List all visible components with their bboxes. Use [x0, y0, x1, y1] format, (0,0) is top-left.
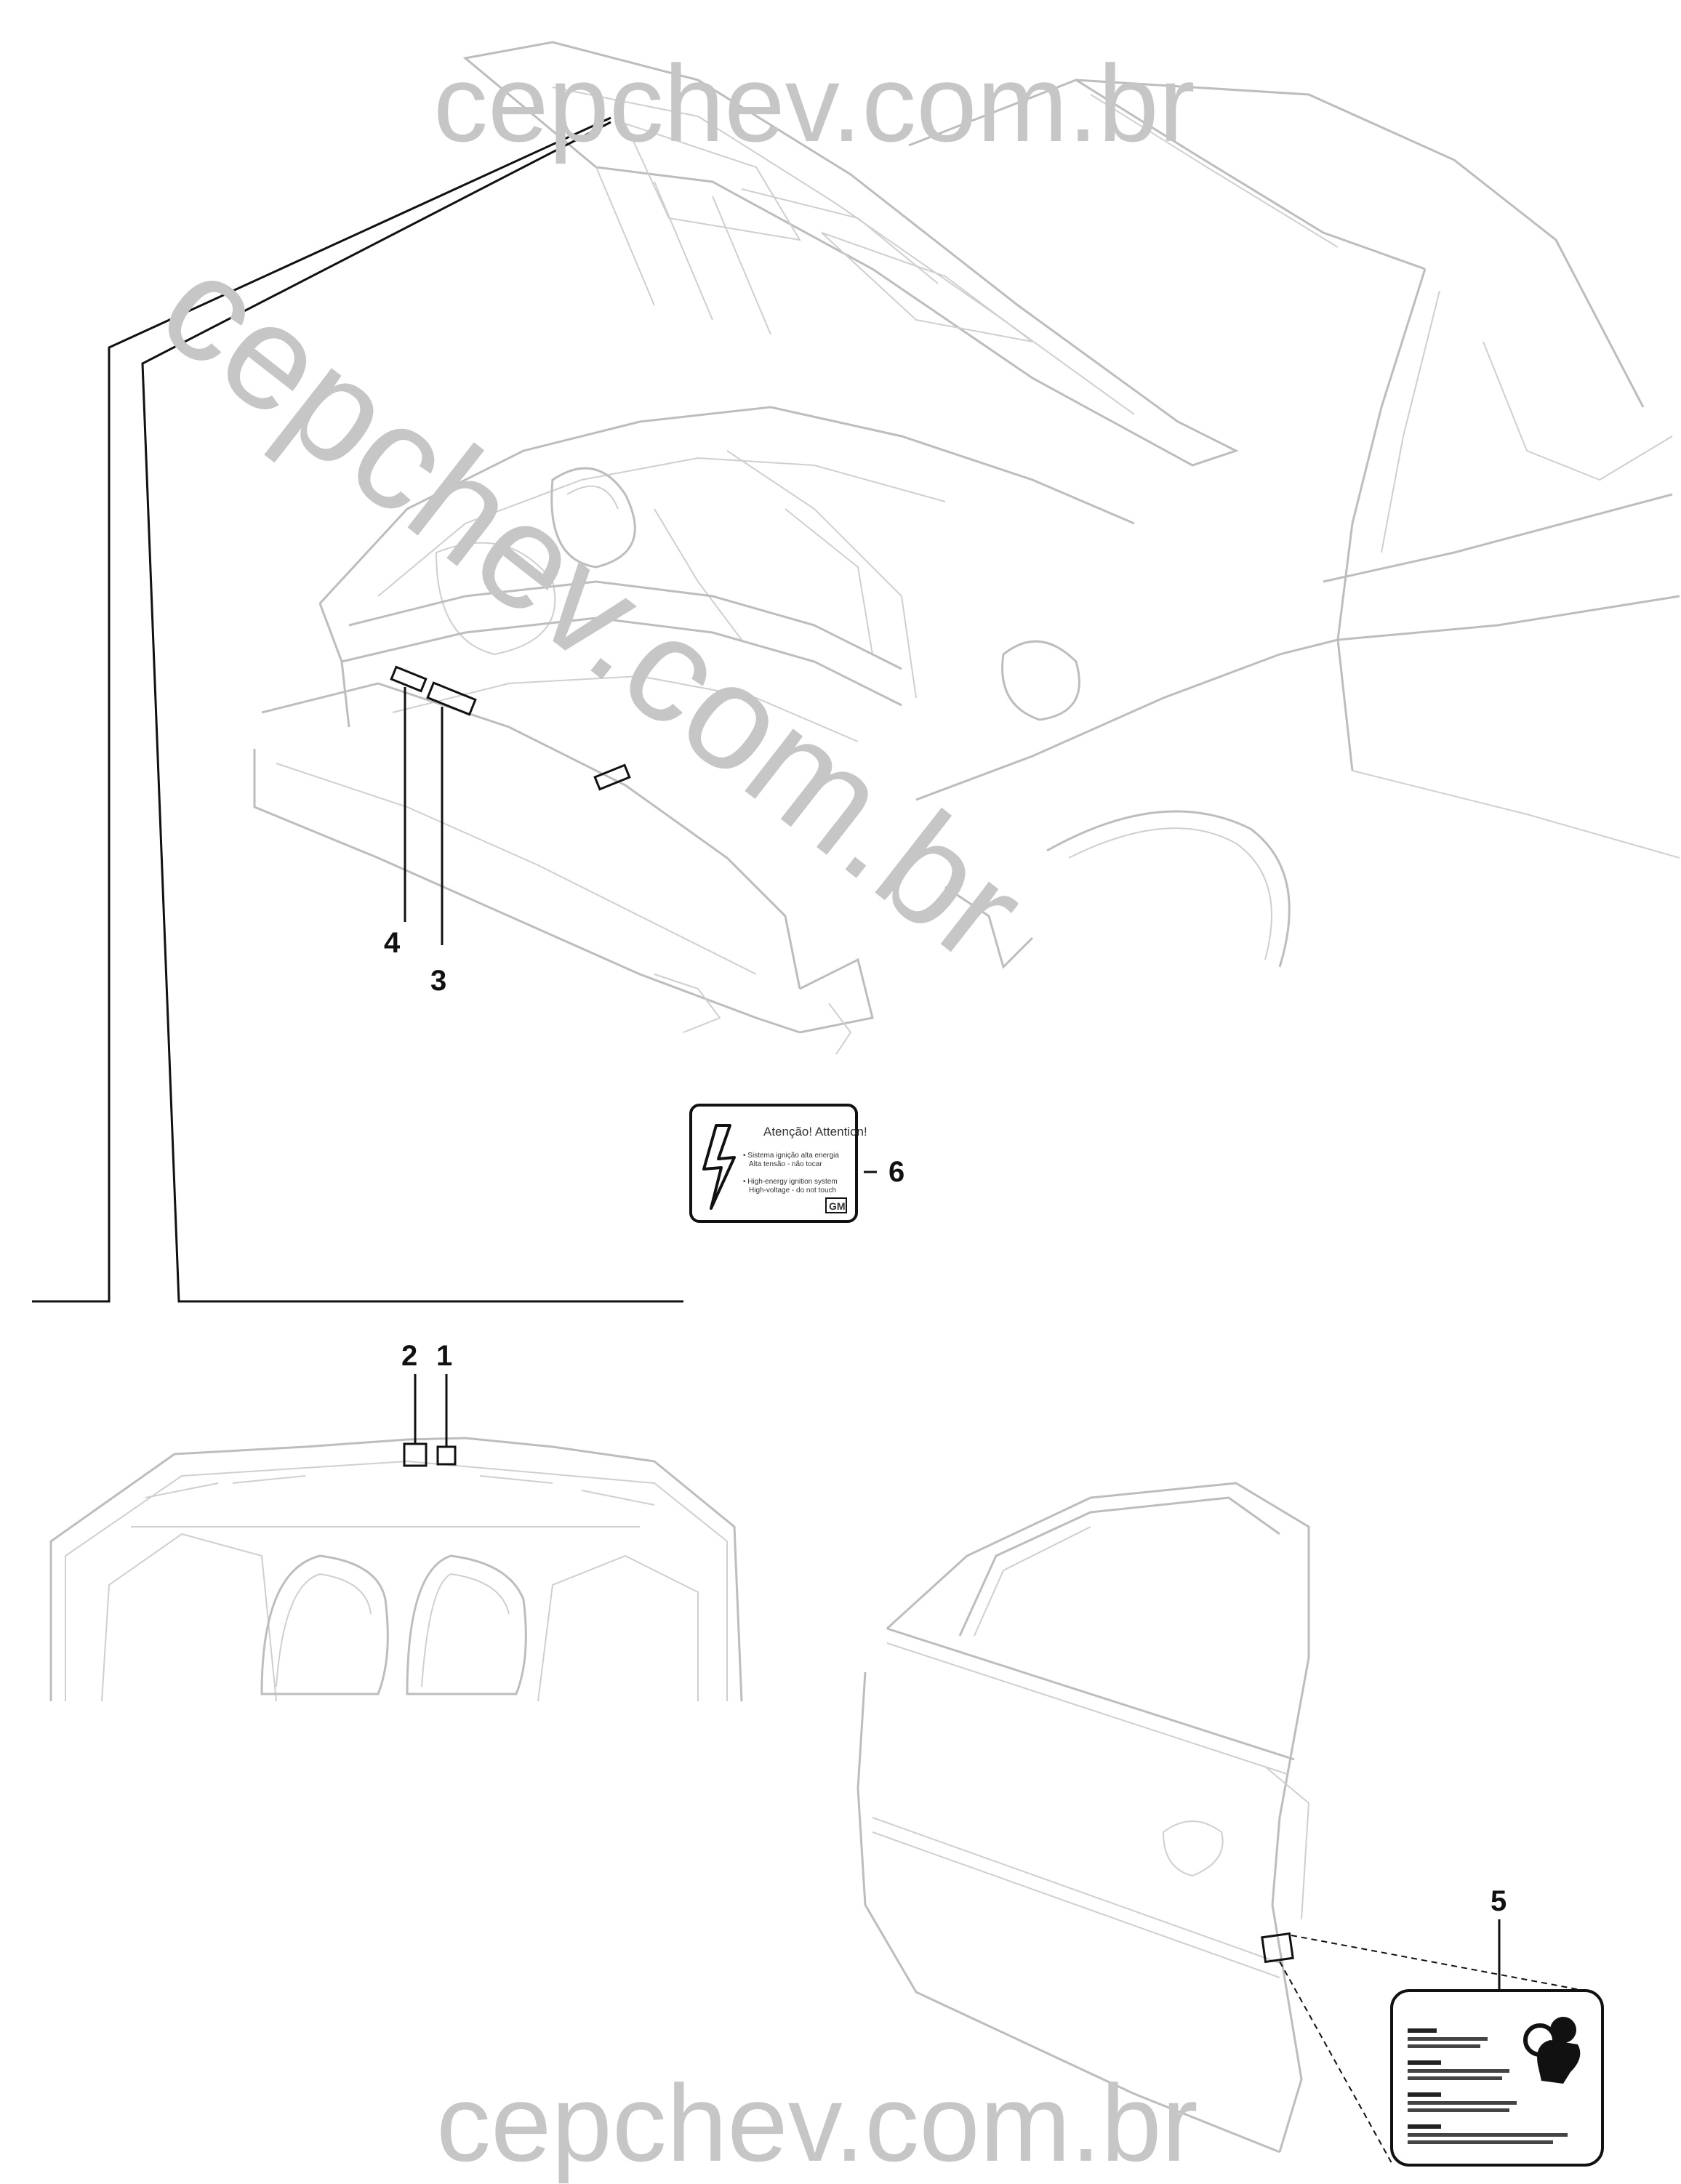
hood-underside-illustration: [49, 1437, 743, 1702]
label-5-airbag-warning: [1390, 1989, 1604, 2167]
airbag-icon: [1523, 2017, 1581, 2084]
gm-logo: GM: [829, 1200, 846, 1212]
door-illustration: [856, 1482, 1310, 2153]
callout-4: 4: [384, 927, 401, 959]
label-6-line-2: Alta tensão - não tocar: [749, 1160, 822, 1168]
label-6-line-4: High-voltage - do not touch: [749, 1187, 836, 1195]
leader-dashed-top: [1291, 1935, 1593, 1993]
connector-line-outer: [32, 116, 611, 1303]
label-5-marker: [1261, 1932, 1294, 1964]
callout-1: 1: [436, 1340, 452, 1372]
label-6-line-1: • Sistema ignição alta energia: [743, 1152, 839, 1160]
label-6-heading: Atenção! Attention!: [763, 1125, 867, 1139]
label-6-ignition-warning: Atenção! Attention! • Sistema ignição al…: [689, 1104, 867, 1223]
callout-5: 5: [1491, 1885, 1507, 1917]
callout-6: 6: [888, 1156, 904, 1188]
watermark-top: cepchev.com.br: [433, 42, 1195, 164]
callout-2: 2: [401, 1340, 417, 1372]
leader-dashed-bottom: [1279, 1961, 1392, 2164]
lightning-bolt-icon: [702, 1124, 736, 1210]
connector-line-inner: [141, 121, 683, 1303]
watermark-bottom: cepchev.com.br: [436, 2062, 1198, 2184]
callout-3: 3: [430, 965, 446, 997]
vehicle-front-illustration: [253, 41, 1680, 1055]
label-6-line-3: • High-energy ignition system: [743, 1178, 838, 1186]
label-1-marker: [436, 1445, 457, 1466]
watermark-diagonal: cepchev.com.br: [132, 221, 1054, 993]
